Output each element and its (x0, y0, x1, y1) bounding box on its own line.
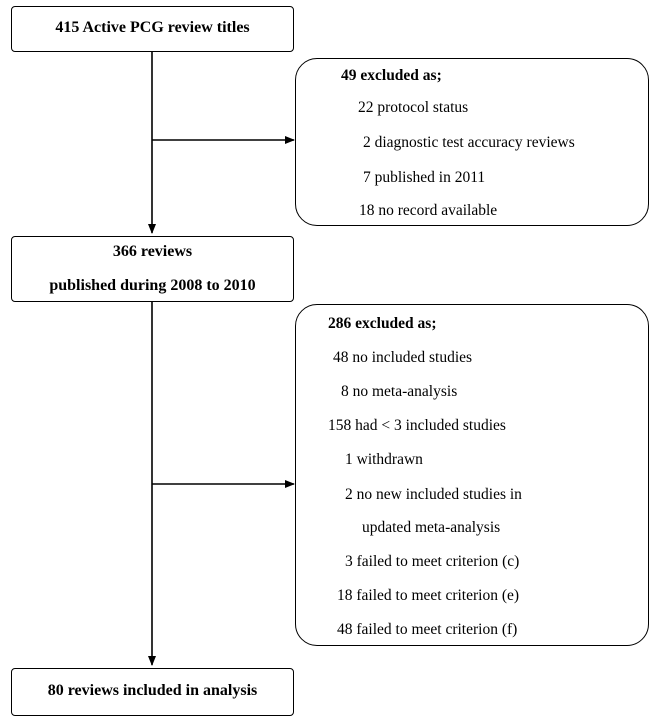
exclusion-1-item: 22 protocol status (358, 99, 469, 116)
eligible-box-line1: 366 reviews (112, 243, 193, 260)
exclusion-1-item: 7 published in 2011 (363, 169, 486, 186)
exclusion-2-item: 158 had < 3 included studies (328, 417, 506, 434)
exclusion-2-item: 8 no meta-analysis (341, 383, 458, 400)
exclusion-2-item: 48 failed to meet criterion (f) (337, 621, 518, 638)
exclusion-2-item: 18 failed to meet criterion (e) (337, 587, 520, 604)
exclusion-box-2: 286 excluded as; 48 no included studies … (295, 304, 649, 646)
start-box-label: 415 Active PCG review titles (55, 19, 250, 36)
included-box-label: 80 reviews included in analysis (47, 682, 258, 699)
exclusion-2-item: updated meta-analysis (362, 519, 501, 536)
exclusion-1-item: 18 no record available (359, 202, 498, 219)
exclusion-2-item: 48 no included studies (333, 349, 473, 366)
included-box: 80 reviews included in analysis (11, 668, 294, 716)
exclusion-2-title: 286 excluded as; (328, 315, 437, 332)
exclusion-2-item: 1 withdrawn (345, 451, 423, 468)
exclusion-2-item: 2 no new included studies in (345, 486, 522, 503)
start-box: 415 Active PCG review titles (11, 6, 294, 52)
exclusion-1-item: 2 diagnostic test accuracy reviews (363, 134, 575, 151)
exclusion-box-1: 49 excluded as; 22 protocol status 2 dia… (295, 58, 649, 226)
exclusion-1-title: 49 excluded as; (341, 67, 442, 84)
exclusion-2-item: 3 failed to meet criterion (c) (345, 553, 520, 570)
eligible-box-line2: published during 2008 to 2010 (49, 277, 256, 294)
eligible-box: 366 reviews published during 2008 to 201… (11, 236, 294, 302)
